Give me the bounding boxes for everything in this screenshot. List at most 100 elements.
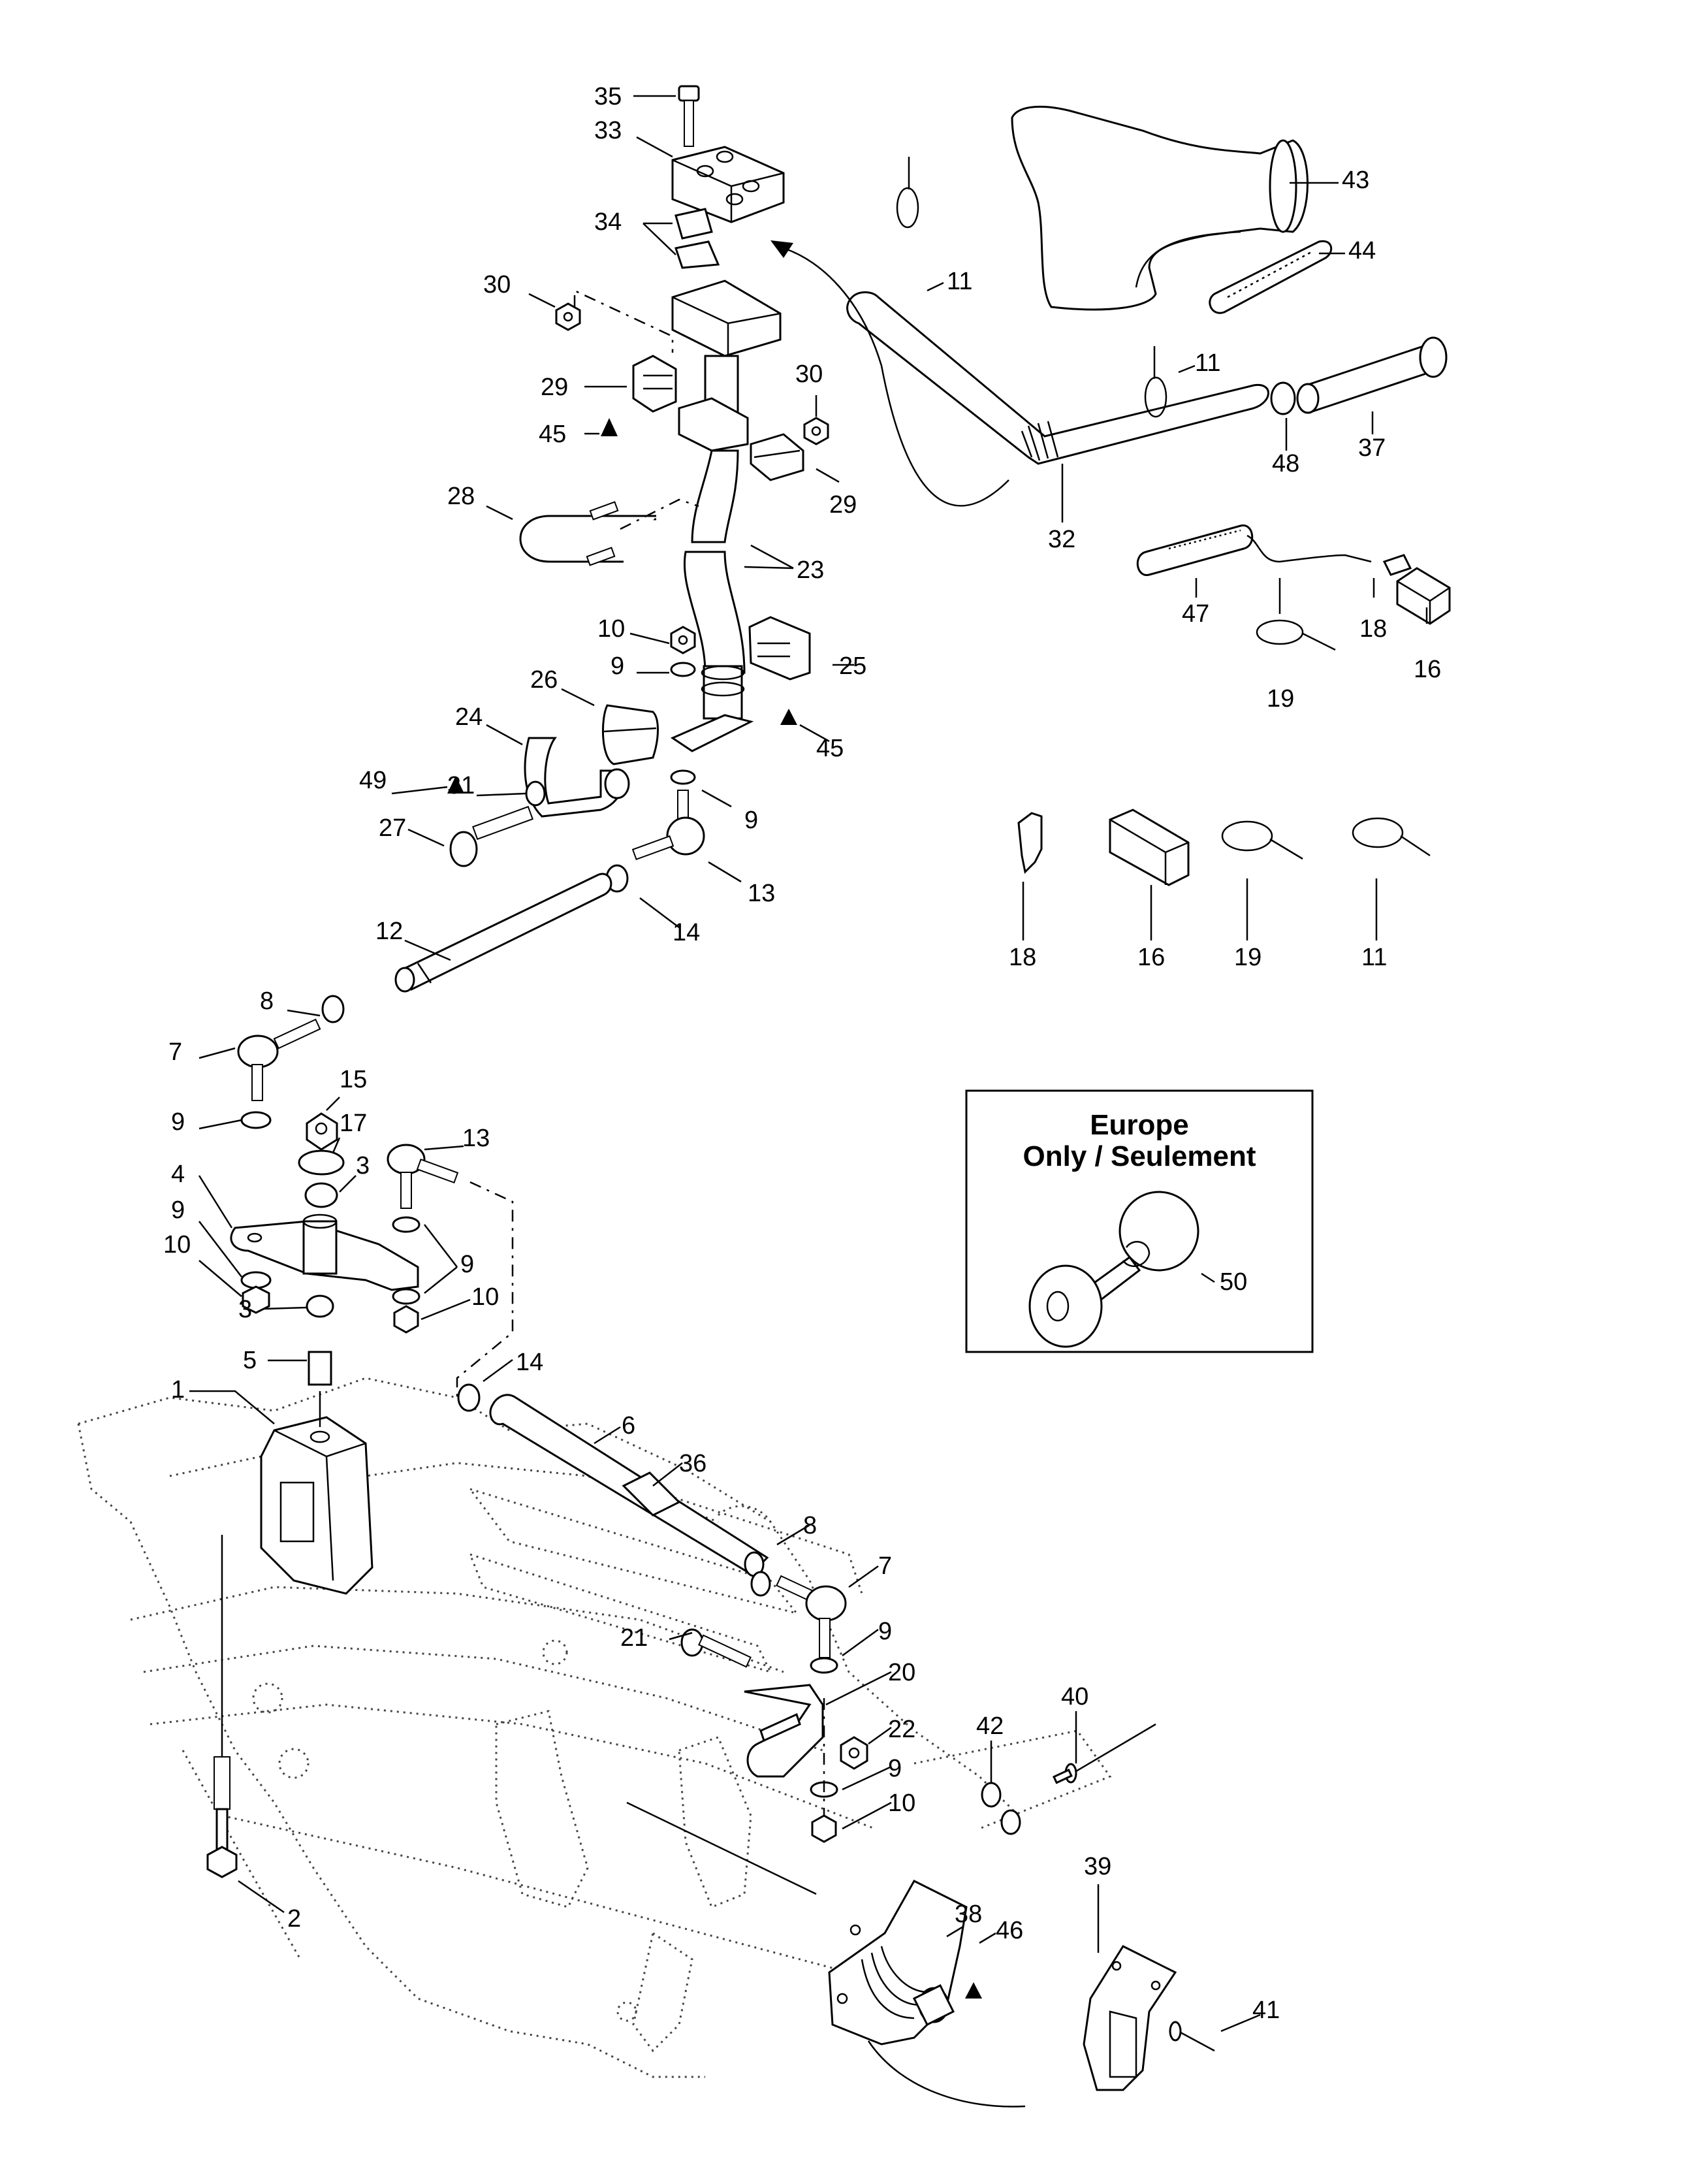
- callout-10-upper: 10: [597, 615, 625, 643]
- tie-rod-6: [489, 1394, 769, 1577]
- steering-lever-20: [744, 1684, 824, 1778]
- callout-13-lower: 13: [462, 1125, 490, 1152]
- ball-joint-13-lower: [387, 1144, 459, 1209]
- callout-29-right: 29: [829, 491, 857, 519]
- assembly-arrow-curve: [783, 247, 1009, 507]
- nut-30-right: [803, 417, 829, 445]
- tie-rod-12: [394, 873, 612, 993]
- washers-42: [981, 1782, 1021, 1835]
- callout-45-lower: 45: [816, 735, 844, 762]
- grip-insert-44: [1209, 240, 1333, 314]
- arrow-head: [770, 240, 793, 258]
- washer-9-lower-stem: [670, 769, 696, 785]
- ball-joint-13-upper: [631, 790, 705, 861]
- callout-30-right: 30: [795, 361, 823, 388]
- callout-10-arm-left: 10: [163, 1231, 191, 1259]
- connector-16: [1109, 809, 1190, 886]
- callout-43: 43: [1342, 167, 1369, 194]
- washer-31: [525, 780, 546, 807]
- callout-9-upper: 9: [611, 652, 624, 680]
- ball-joint-7-lower: [776, 1575, 847, 1658]
- nut-8-lower: [750, 1571, 771, 1597]
- column-support-1: [260, 1416, 373, 1595]
- callout-46: 46: [996, 1917, 1023, 1944]
- callout-23: 23: [797, 556, 824, 584]
- nut-10-arm-left: [242, 1285, 270, 1314]
- callout-18-upper: 18: [1359, 615, 1387, 643]
- bolt-2: [206, 1756, 238, 1878]
- cable-tie-11-upper: [896, 157, 919, 229]
- callout-32: 32: [1048, 526, 1075, 553]
- callout-9-lower-b: 9: [888, 1755, 902, 1782]
- callout-10-arm-right: 10: [471, 1283, 499, 1311]
- steering-arm-4: [230, 1213, 419, 1291]
- callout-38: 38: [955, 1901, 982, 1928]
- callout-3-lower: 3: [238, 1296, 252, 1323]
- bushing-29-right: [750, 433, 804, 481]
- callout-19-upper: 19: [1267, 685, 1294, 713]
- callout-37: 37: [1358, 434, 1386, 462]
- callout-1: 1: [171, 1376, 185, 1404]
- assembly-arrow-lower: [867, 2040, 1026, 2108]
- bushing-3-lower: [306, 1294, 334, 1318]
- rivet-49: [447, 776, 464, 794]
- callout-11-lower: 11: [1361, 944, 1387, 971]
- nut-14-lower: [457, 1383, 481, 1412]
- callout-45-upper: 45: [539, 421, 566, 448]
- u-bolt-28: [519, 501, 656, 566]
- callout-3-upper: 3: [356, 1152, 370, 1180]
- bushing-29-left: [632, 355, 677, 413]
- ring-48: [1270, 381, 1296, 415]
- alignment-line-38: [626, 1801, 817, 1895]
- callout-16-lower: 16: [1137, 944, 1165, 971]
- cable-tie-19: [1221, 820, 1303, 860]
- bolt-27: [449, 805, 533, 867]
- rivet-45-upper: [601, 418, 618, 436]
- nut-10-upper: [670, 626, 696, 654]
- callout-11-mid: 11: [1195, 349, 1220, 377]
- alignment-line-upper: [573, 289, 674, 353]
- rivet-41: [1169, 2021, 1215, 2052]
- boot-38: [828, 1880, 968, 2046]
- callout-7-upper: 7: [168, 1038, 182, 1066]
- callout-33: 33: [594, 117, 622, 144]
- support-24: [524, 737, 630, 818]
- bolt-21: [680, 1628, 752, 1668]
- callout-17: 17: [340, 1110, 367, 1137]
- bushing-3-upper: [304, 1182, 338, 1208]
- callout-29-left: 29: [541, 374, 568, 401]
- cable-tie-19-small: [1256, 619, 1336, 651]
- callout-19-lower: 19: [1234, 944, 1262, 971]
- callout-44: 44: [1348, 237, 1376, 265]
- nut-10-arm-right: [393, 1305, 419, 1334]
- callout-15: 15: [340, 1066, 367, 1093]
- callout-41: 41: [1252, 1997, 1280, 2024]
- callout-28: 28: [447, 483, 475, 510]
- horn-50: [1028, 1191, 1199, 1348]
- washer-9-lower-a: [810, 1657, 838, 1674]
- callout-39: 39: [1084, 1853, 1111, 1880]
- callout-2: 2: [287, 1905, 301, 1933]
- callout-9-arm-top: 9: [171, 1108, 185, 1136]
- nut-30-left: [555, 302, 581, 331]
- callout-24: 24: [455, 703, 483, 731]
- terminal-18-small: [1382, 554, 1412, 576]
- callout-36: 36: [679, 1450, 706, 1477]
- callout-35: 35: [594, 83, 622, 110]
- callout-47: 47: [1182, 600, 1209, 628]
- callout-50: 50: [1220, 1268, 1247, 1296]
- europe-only-inset: Europe Only / Seulement 50: [965, 1089, 1314, 1353]
- alignment-line-13: [456, 1181, 514, 1398]
- washer-9-arm-top: [240, 1111, 272, 1129]
- callout-18-lower: 18: [1009, 944, 1036, 971]
- bushing-26: [602, 704, 659, 765]
- callout-9-arm-left: 9: [171, 1196, 185, 1224]
- half-bushing-34: [674, 208, 720, 269]
- hull-frame-outline: [77, 1377, 1112, 2078]
- washer-9-arm-right-top: [392, 1216, 420, 1233]
- nut-22: [840, 1736, 868, 1770]
- steering-column-upper-23: [670, 280, 782, 752]
- cable-tie-11: [1352, 817, 1431, 857]
- leader-lines: [189, 95, 1428, 2032]
- callout-13-upper: 13: [748, 880, 775, 907]
